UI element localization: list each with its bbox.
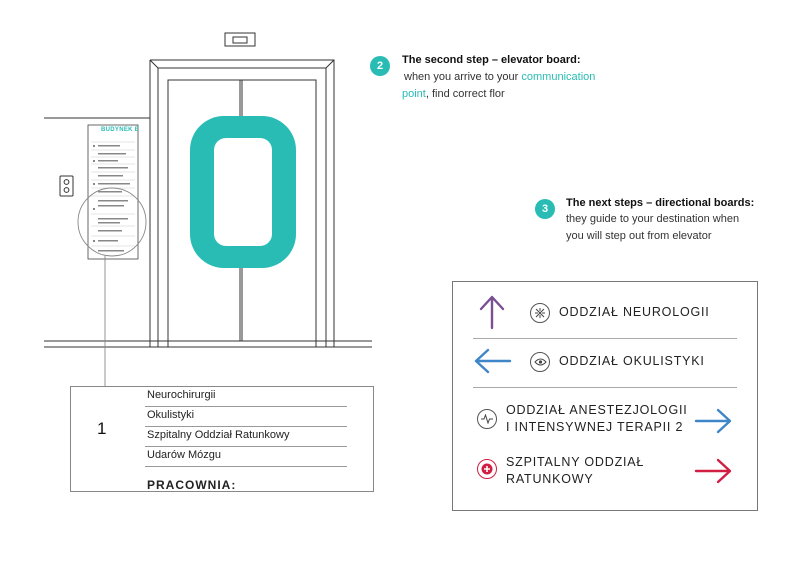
- up-arrow-icon: [479, 295, 505, 330]
- left-arrow-icon: [474, 348, 512, 374]
- direction-row-anesthesiology: ODDZIAŁ ANESTEZJOLOGII I INTENSYWNEJ TER…: [453, 400, 757, 440]
- cut-heading: PRACOWNIA:: [147, 478, 237, 492]
- divider: [473, 387, 737, 388]
- step-three-line1: they guide to your destination when: [566, 213, 740, 225]
- right-arrow-icon: [694, 408, 732, 434]
- building-board-title: BUDYNEK E: [101, 127, 140, 133]
- direction-row-ophthalmology: ODDZIAŁ OKULISTYKI: [453, 342, 757, 382]
- step-three-title: The next steps – directional boards:: [566, 197, 755, 209]
- emergency-plus-icon: [477, 459, 497, 479]
- eye-icon: [530, 352, 550, 372]
- list-item: Neurochirurgii: [145, 387, 347, 407]
- step-two-highlight-a: communication: [521, 71, 596, 83]
- list-item: Okulistyki: [145, 407, 347, 427]
- floor-indicator-box: [224, 32, 256, 47]
- step-two-number: 2: [370, 56, 390, 76]
- direction-label-line2: RATUNKOWY: [506, 472, 594, 486]
- direction-label: ODDZIAŁ OKULISTYKI: [559, 354, 705, 368]
- divider: [473, 338, 737, 339]
- elevator-board-zoom-card: 1 Neurochirurgii Okulistyki Szpitalny Od…: [70, 386, 374, 492]
- magnifier-circle: [77, 187, 147, 386]
- direction-row-emergency: SZPITALNY ODDZIAŁ RATUNKOWY: [453, 450, 757, 490]
- step-three-line2: you will step out from elevator: [566, 230, 712, 242]
- step-two-highlight-b: point: [402, 88, 426, 100]
- floor-number: 1: [97, 419, 107, 438]
- list-item: Szpitalny Oddział Ratunkowy: [145, 427, 347, 447]
- step-two-title: The second step – elevator board:: [402, 54, 581, 66]
- direction-label-line1: SZPITALNY ODDZIAŁ: [506, 455, 645, 469]
- step-two-text-before: when you arrive to your: [404, 71, 519, 83]
- direction-label: ODDZIAŁ ANESTEZJOLOGII I INTENSYWNEJ TER…: [506, 402, 688, 436]
- directional-board: ODDZIAŁ NEUROLOGII ODDZIAŁ OKULISTYKI OD…: [452, 281, 758, 511]
- call-button-panel: [59, 175, 74, 197]
- direction-label-line2: I INTENSYWNEJ TERAPII 2: [506, 420, 684, 434]
- right-arrow-icon: [694, 458, 732, 484]
- step-two-text: when you arrive to your communication po…: [402, 69, 596, 103]
- step-three-number: 3: [535, 199, 555, 219]
- direction-label: ODDZIAŁ NEUROLOGII: [559, 305, 710, 319]
- step-two-text-after: , find correct flor: [425, 88, 505, 100]
- direction-label-line1: ODDZIAŁ ANESTEZJOLOGII: [506, 403, 688, 417]
- direction-row-neurology: ODDZIAŁ NEUROLOGII: [453, 294, 757, 334]
- list-item: Udarów Mózgu: [145, 447, 347, 467]
- building-directory-board: [87, 124, 139, 260]
- pulse-icon: [477, 409, 497, 429]
- direction-label: SZPITALNY ODDZIAŁ RATUNKOWY: [506, 454, 644, 488]
- neurology-icon: [530, 303, 550, 323]
